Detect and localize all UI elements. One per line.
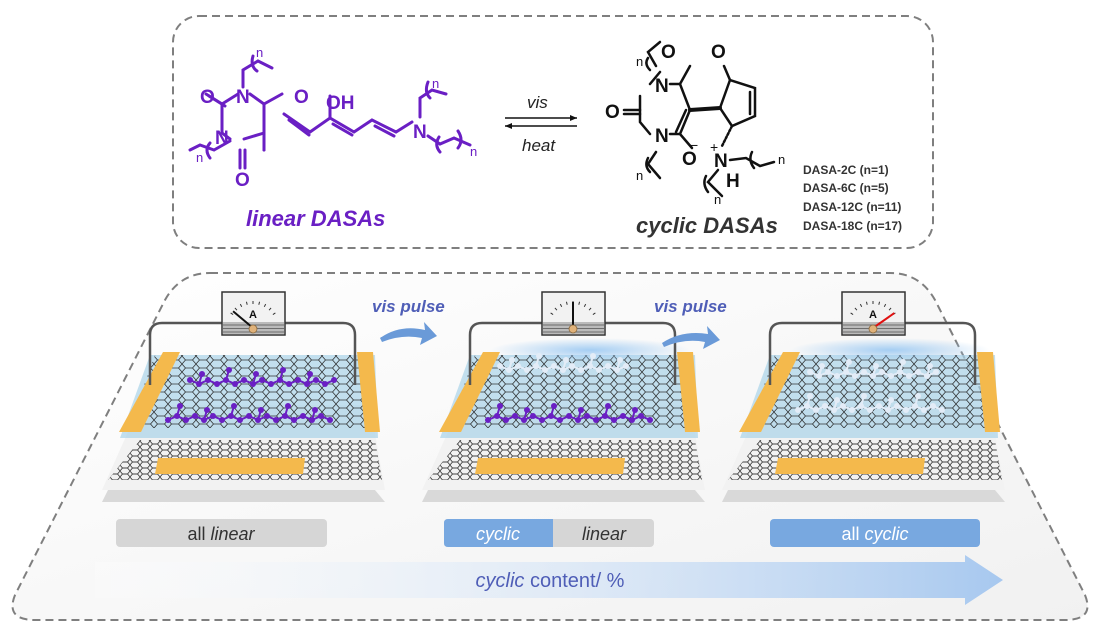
ammeter-symbol: A	[869, 309, 877, 321]
variant-item: DASA-6C (n=5)	[803, 181, 889, 195]
linear-dasa-subscripts: n n n n	[196, 45, 477, 165]
drain-electrode	[357, 352, 380, 432]
wire	[605, 321, 677, 385]
ammeter-icon	[541, 291, 606, 336]
atom-n: N	[655, 126, 669, 147]
dasa-molecule	[485, 403, 653, 423]
subscript-n: n	[196, 150, 203, 165]
light-glow	[790, 338, 990, 362]
source-electrode	[739, 352, 800, 432]
atom-oh: OH	[326, 93, 355, 114]
dasa-molecule	[187, 367, 337, 387]
top-panel: O N O OH N O N n n n n linear DASAs vis …	[172, 15, 934, 249]
variant-list: DASA-2C (n=1) DASA-6C (n=5) DASA-12C (n=…	[803, 163, 902, 233]
ammeter-icon: A	[221, 291, 286, 336]
subscript-n: n	[470, 144, 477, 159]
gate-electrode	[155, 458, 305, 474]
chip-cyclic-part: cyclic	[476, 524, 520, 544]
subscript-n: n	[714, 192, 721, 207]
state-chip-left: all linear	[116, 519, 327, 547]
device-mixed	[422, 291, 705, 502]
wire	[468, 321, 542, 385]
pulse-1: vis pulse	[372, 297, 445, 345]
wire	[905, 321, 977, 385]
light-glow	[490, 338, 690, 362]
linear-dasa-label: linear DASAs	[246, 206, 385, 231]
atom-o: O	[294, 87, 309, 108]
dasa-molecule	[795, 393, 945, 413]
cyclic-dasa-label: cyclic DASAs	[636, 213, 778, 238]
equilibrium-arrows: vis heat	[505, 93, 577, 155]
atom-o: O	[605, 102, 620, 123]
atom-o: O	[661, 42, 676, 63]
device-all-linear: A	[102, 291, 385, 502]
needle-pivot	[248, 324, 258, 334]
atom-n: N	[413, 122, 427, 143]
subscript-n: n	[778, 152, 785, 167]
atom-n: N	[655, 76, 669, 97]
vis-pulse-label: vis pulse	[372, 297, 445, 316]
backward-condition-label: heat	[522, 136, 556, 155]
linear-dasa-atoms: O N O OH N O N	[200, 87, 427, 191]
chip-linear-part: linear	[582, 524, 627, 544]
curved-arrow-icon	[662, 326, 720, 349]
dasa-molecule	[165, 403, 333, 423]
atom-o: O	[711, 42, 726, 63]
variant-item: DASA-12C (n=11)	[803, 200, 901, 214]
ammeter-symbol: A	[249, 309, 257, 321]
subscript-n: n	[636, 168, 643, 183]
needle	[872, 312, 895, 329]
drain-electrode	[677, 352, 700, 432]
substrate-side	[722, 490, 1005, 502]
wire	[768, 321, 842, 385]
atom-n: N	[236, 87, 250, 108]
drain-electrode	[977, 352, 1000, 432]
charge-plus: +	[710, 139, 718, 155]
subscript-n: n	[432, 76, 439, 91]
pulse-2: vis pulse	[654, 297, 727, 349]
wire	[148, 321, 222, 385]
cyclic-content-axis: cyclic content/ %	[95, 555, 1003, 605]
ammeter-icon: A	[841, 291, 906, 336]
needle-pivot	[568, 324, 578, 334]
needle	[232, 310, 254, 329]
dasa-molecule	[807, 359, 939, 379]
source-electrode	[439, 352, 500, 432]
substrate-side	[422, 490, 705, 502]
axis-label: cyclic content/ %	[476, 570, 625, 592]
variant-item: DASA-18C (n=17)	[803, 219, 902, 233]
variant-item: DASA-2C (n=1)	[803, 163, 889, 177]
forward-condition-label: vis	[527, 93, 548, 112]
substrate-side	[102, 490, 385, 502]
wire	[285, 321, 357, 385]
atom-o: O	[200, 87, 215, 108]
top-panel-border	[172, 15, 934, 249]
atom-o: O	[235, 170, 250, 191]
linear-dasa-structure	[188, 54, 472, 170]
gate-electrode	[475, 458, 625, 474]
subscript-n: n	[636, 54, 643, 69]
needle-pivot	[868, 324, 878, 334]
cyclic-dasa-structure	[622, 40, 776, 198]
axis-arrow-icon	[95, 555, 1003, 605]
source-electrode	[119, 352, 180, 432]
atom-h: H	[726, 171, 740, 192]
chip-label: all cyclic	[841, 524, 908, 544]
charge-minus: −	[690, 137, 698, 153]
subscript-n: n	[256, 45, 263, 60]
atom-n: N	[215, 128, 229, 149]
state-chip-right: all cyclic	[770, 519, 980, 547]
atom-n-plus: N	[714, 151, 728, 172]
chip-label: all linear	[187, 524, 255, 544]
vis-pulse-label: vis pulse	[654, 297, 727, 316]
device-all-cyclic: A	[722, 291, 1005, 502]
gate-electrode	[775, 458, 925, 474]
cyclic-dasa-atoms: O O O N N O N H	[605, 42, 740, 192]
state-chip-middle: cyclic linear	[444, 519, 654, 547]
atom-o-minus: O	[682, 149, 697, 170]
dasa-molecule	[497, 353, 629, 373]
curved-arrow-icon	[380, 322, 437, 345]
